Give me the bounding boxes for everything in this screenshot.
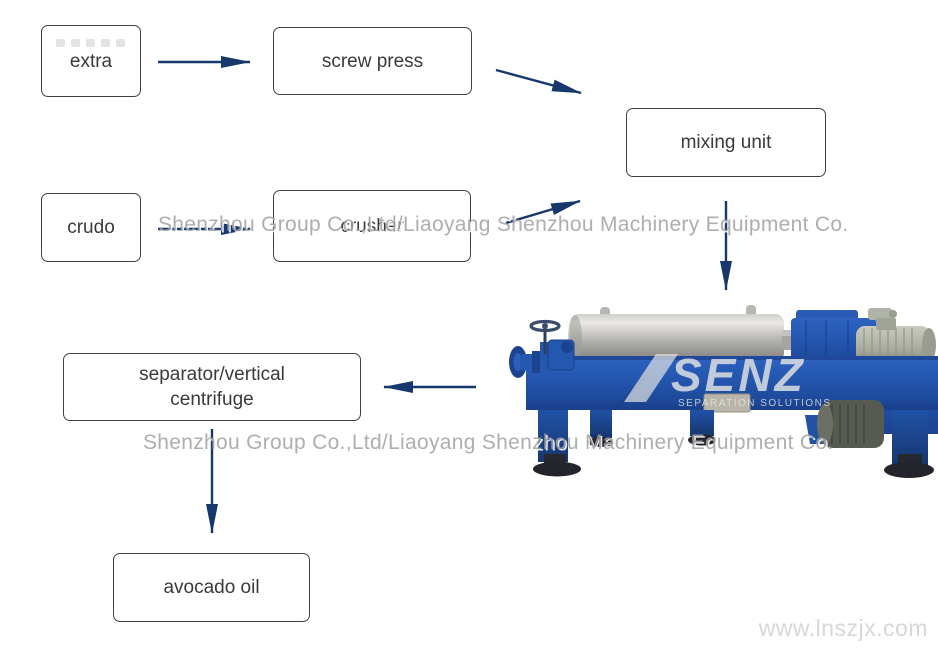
node-crudo: crudo <box>41 193 141 262</box>
machine-back-motor <box>805 400 884 448</box>
senz-brand-text: SENZ <box>671 349 806 401</box>
node-extra-label: extra <box>69 50 113 72</box>
node-separator-vertical-centrifuge: separator/vertical centrifuge <box>63 353 361 421</box>
node-mixing-unit-label: mixing unit <box>680 132 772 153</box>
senz-brand-subtitle: SEPARATION SOLUTIONS <box>678 398 832 409</box>
machine-name-plate <box>703 393 751 413</box>
senz-chevron-icon <box>624 354 678 402</box>
arrow-crusher-to-mixing-unit <box>505 199 581 225</box>
machine-drawing: SENZ SEPARATION SOLUTIONS <box>509 305 938 478</box>
decanter-centrifuge-image: SENZ SEPARATION SOLUTIONS <box>509 305 938 478</box>
node-screw-press: screw press <box>273 27 472 95</box>
node-avocado-oil-label: avocado oil <box>163 577 260 598</box>
website-watermark: www.lnszjx.com <box>758 615 928 641</box>
node-extra: extra <box>41 25 141 97</box>
node-separator-label: separator/vertical centrifuge <box>139 364 285 410</box>
machine-legs <box>533 410 934 478</box>
node-avocado-oil: avocado oil <box>113 553 310 622</box>
node-crusher-label: crusher <box>340 215 404 237</box>
node-crudo-label: crudo <box>67 217 115 238</box>
company-watermark-line-1: Shenzhou Group Co.,Ltd/Liaoyang Shenzhou… <box>158 213 849 236</box>
machine-drum <box>570 314 784 362</box>
watermark-remnant-dots <box>56 39 125 47</box>
node-mixing-unit: mixing unit <box>626 108 826 177</box>
node-screw-press-label: screw press <box>321 50 424 72</box>
node-crusher: crusher <box>273 190 471 262</box>
arrow-screw-press-to-mixing-unit <box>495 68 582 95</box>
machine-motor <box>856 318 936 364</box>
senz-brand-watermark: SENZ SEPARATION SOLUTIONS <box>624 349 832 409</box>
machine-feed-assembly <box>509 319 575 378</box>
